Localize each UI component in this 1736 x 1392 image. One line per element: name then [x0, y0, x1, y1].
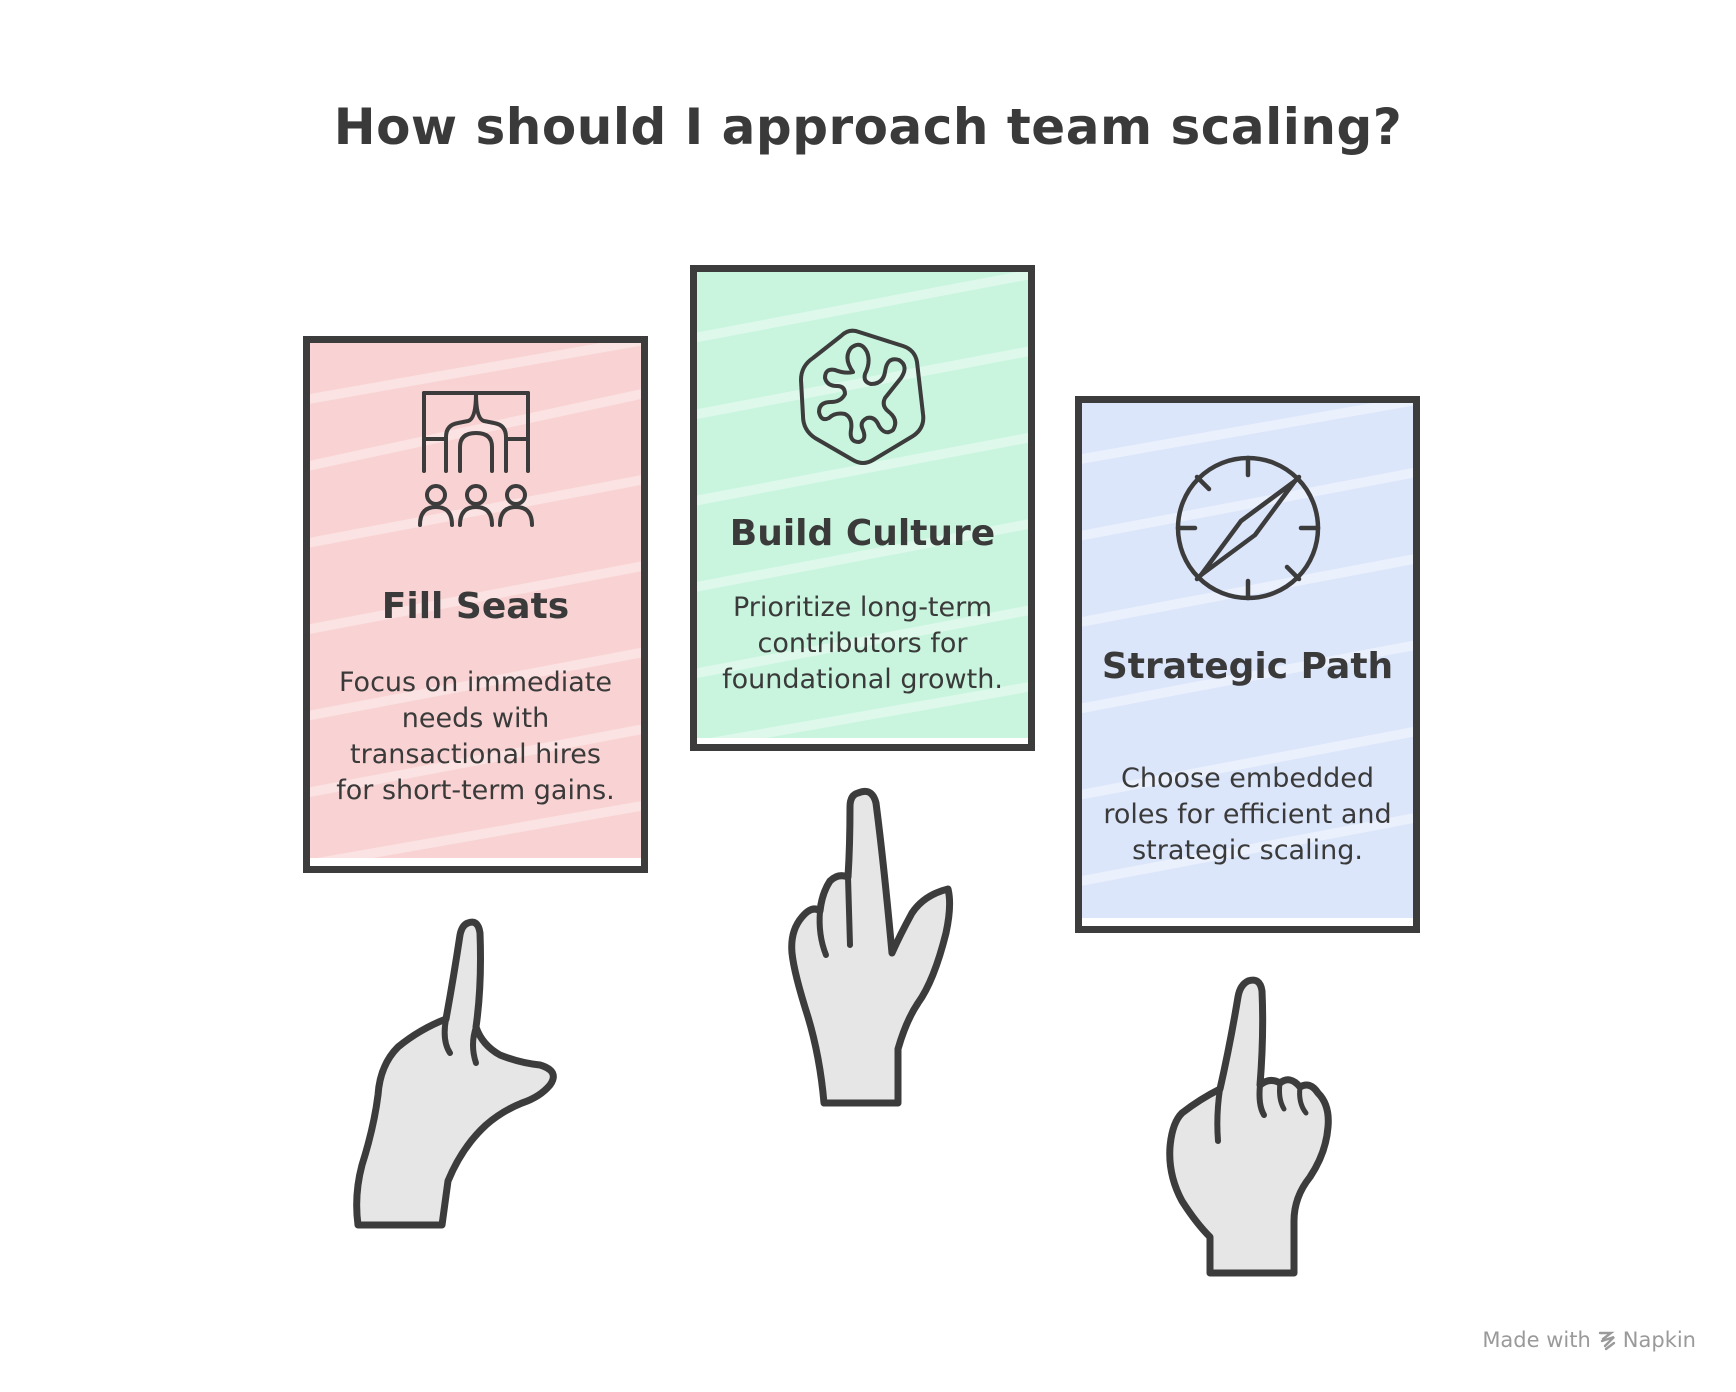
raised-hand-icon	[788, 787, 954, 1107]
option-card-fill-seats: Fill Seats Focus on immediate needs with…	[303, 336, 648, 873]
napkin-logo-icon	[1598, 1331, 1615, 1351]
option-card-build-culture: Build Culture Prioritize long-term contr…	[690, 265, 1035, 751]
team-structure-icon	[417, 391, 534, 527]
organic-growth-icon	[798, 328, 925, 465]
card-wash	[310, 343, 641, 859]
pointing-hand-icon	[1166, 976, 1332, 1277]
page-title: How should I approach team scaling?	[333, 98, 1403, 156]
compass-icon	[1175, 455, 1320, 601]
card-heading: Strategic Path	[1101, 646, 1394, 687]
napkin-brand-label: Napkin	[1622, 1328, 1696, 1352]
pointing-hand-icon	[353, 918, 557, 1229]
card-wash	[1082, 403, 1413, 919]
card-wash	[697, 272, 1028, 739]
made-with-label: Made with	[1482, 1328, 1591, 1352]
card-description: Focus on immediate needs with transactio…	[336, 667, 615, 806]
card-heading: Fill Seats	[381, 586, 570, 627]
card-description: Choose embedded roles for efficient and …	[1103, 763, 1392, 866]
card-heading: Build Culture	[729, 513, 996, 554]
made-with-napkin-footer: Made with Napkin	[1482, 1328, 1696, 1352]
card-description: Prioritize long-term contributors for fo…	[722, 592, 1003, 695]
option-card-strategic-path: Strategic Path Choose embedded roles for…	[1075, 396, 1420, 933]
